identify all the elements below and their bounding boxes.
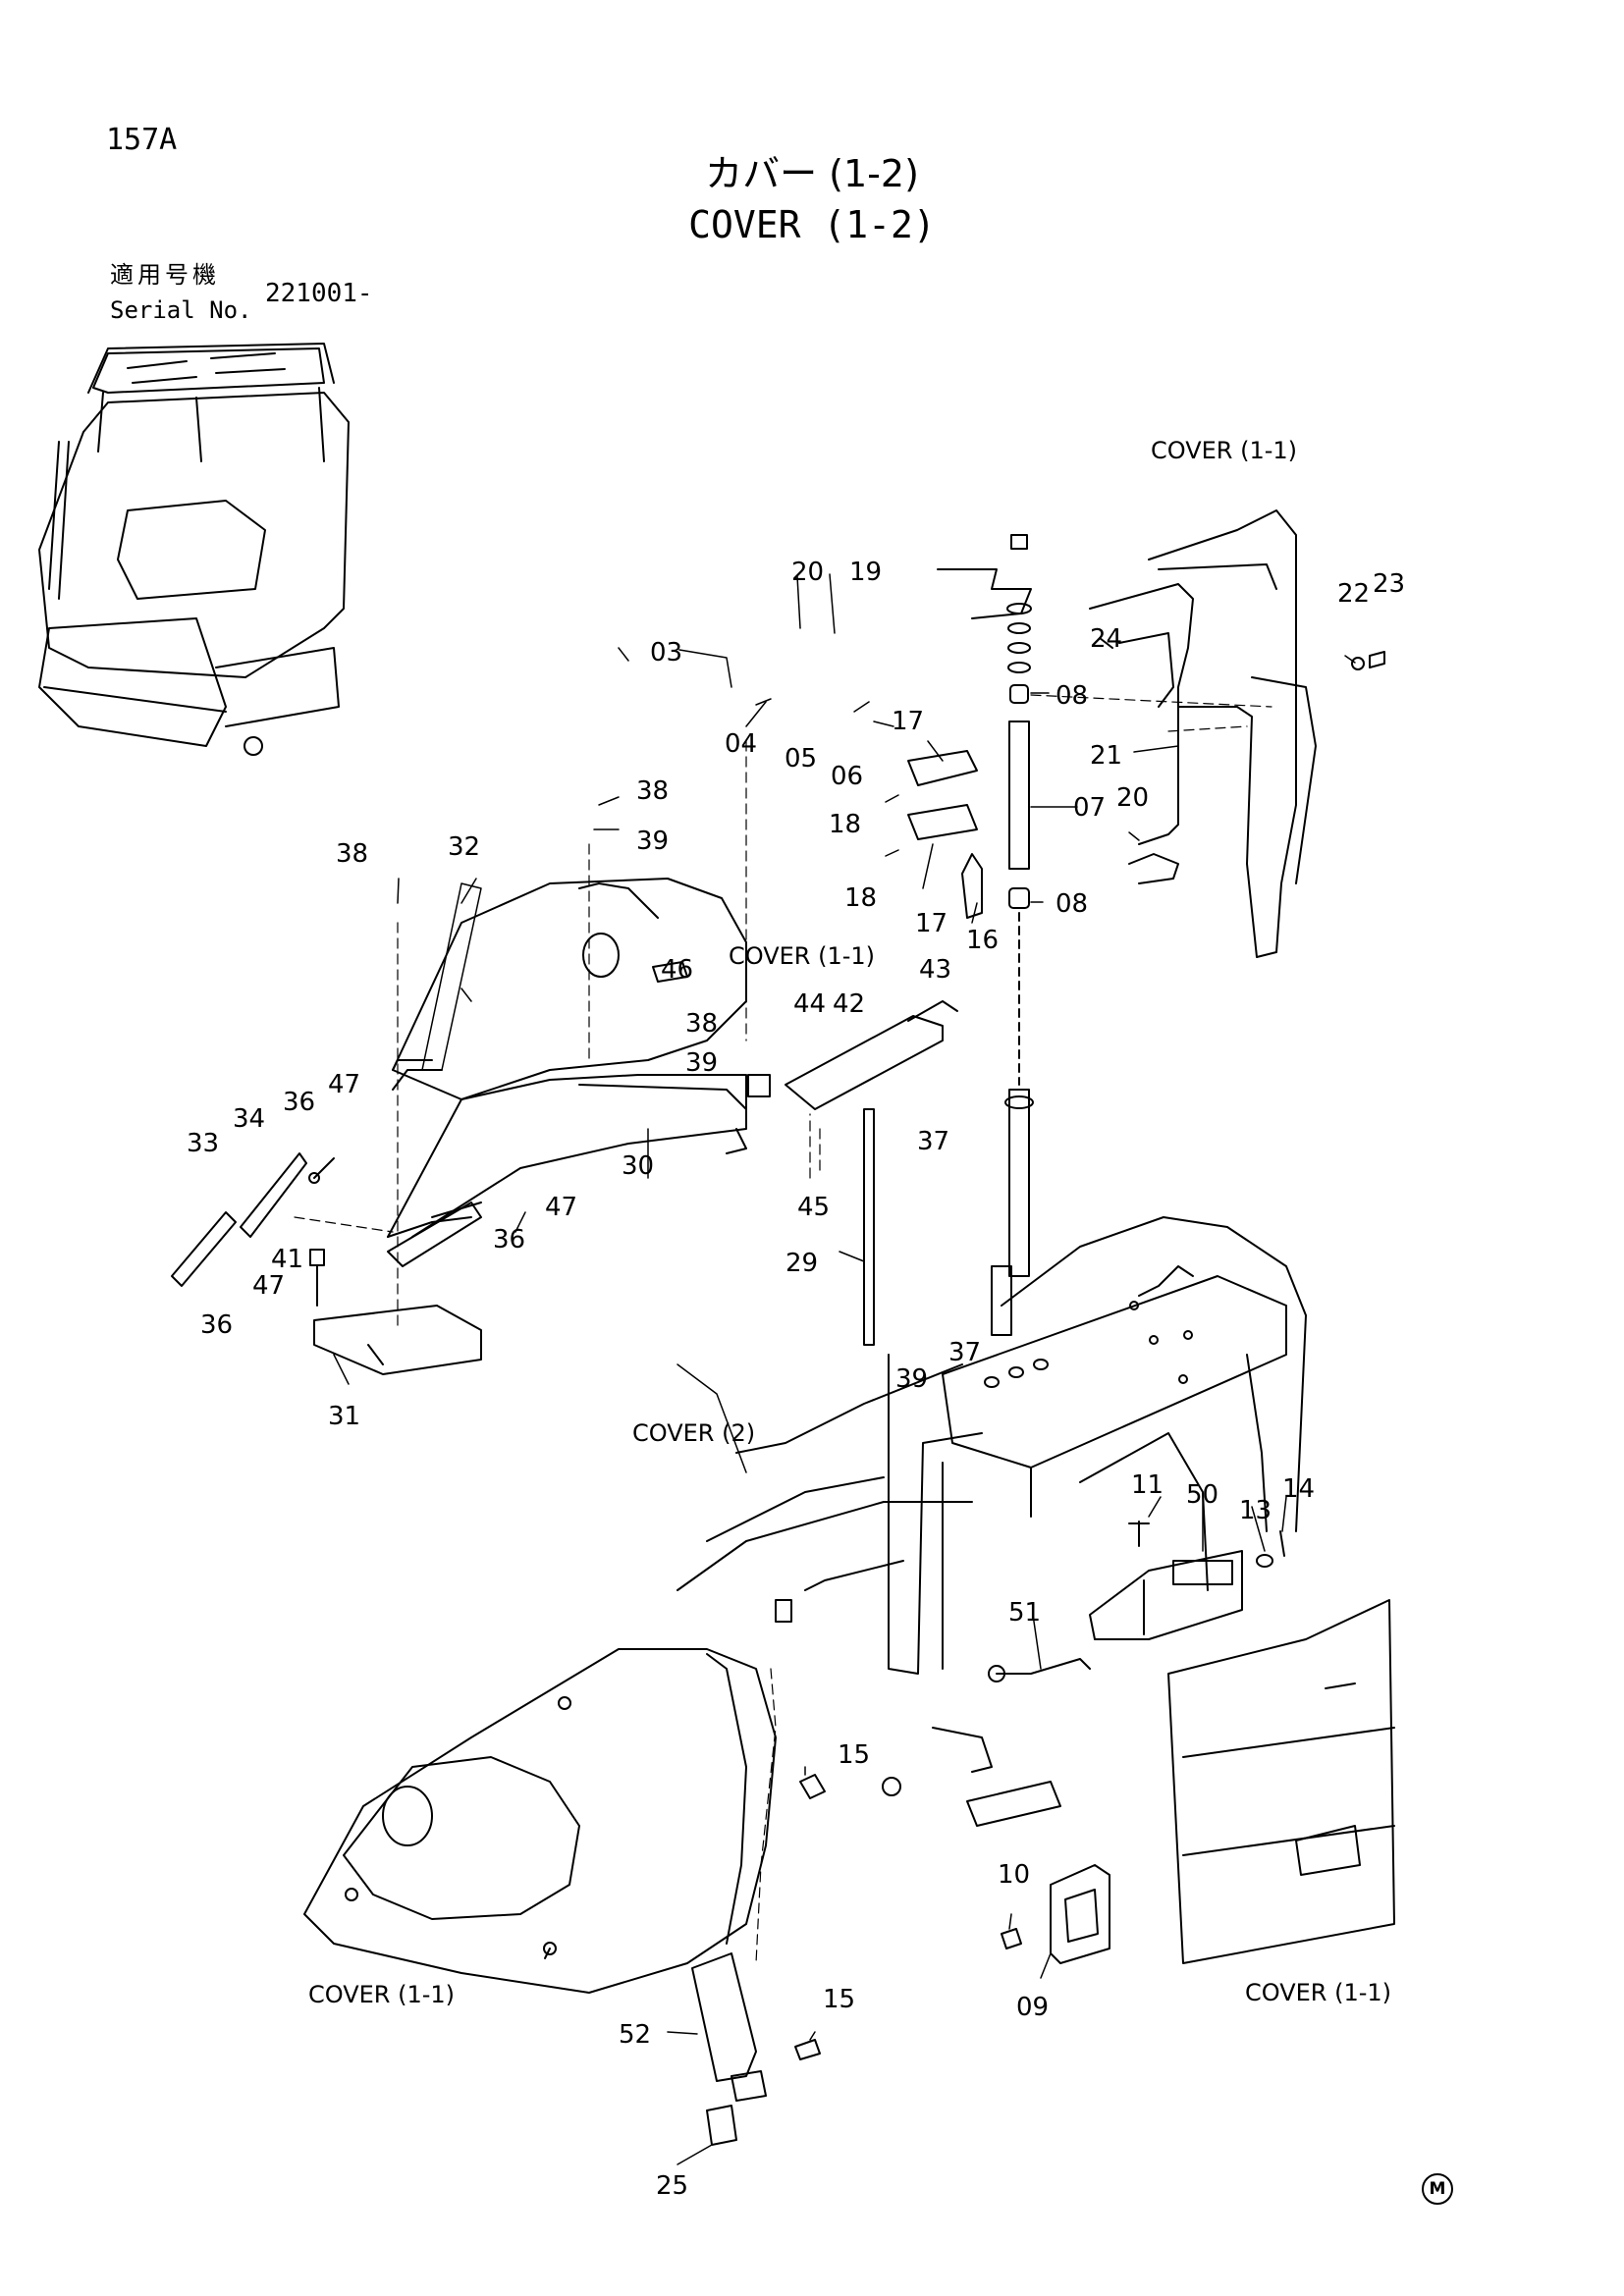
part-label: 20 [791, 558, 825, 587]
part-label: 19 [849, 558, 883, 587]
part-label: 15 [823, 1985, 856, 2014]
part-label: 16 [966, 926, 1000, 955]
part-label: 52 [619, 2020, 652, 2050]
part-label: 51 [1008, 1598, 1042, 1628]
part-label: 42 [833, 989, 866, 1019]
part-label: 46 [661, 955, 694, 985]
callout-cover-1-1-top-right: COVER (1-1) [1151, 437, 1298, 464]
serial-label-japanese: 適用号機 [110, 261, 220, 289]
part-label: 03 [650, 638, 683, 667]
part-label: 38 [336, 839, 369, 869]
part-label: 24 [1090, 624, 1123, 654]
hinge-pin-assembly [937, 534, 1034, 1336]
part-label: 09 [1016, 1993, 1050, 2022]
serial-label-english: Serial No. [110, 296, 252, 324]
callout-cover-1-1-bottom-right: COVER (1-1) [1245, 1979, 1392, 2006]
part-label: 47 [252, 1271, 286, 1301]
rod-29-bracket-42 [747, 1000, 958, 1346]
part-label: 20 [1116, 783, 1150, 813]
part-label: 21 [1090, 741, 1123, 771]
part-label: 39 [895, 1364, 929, 1394]
part-label: 06 [831, 762, 864, 791]
part-label: 37 [917, 1127, 950, 1156]
part-label: 43 [919, 955, 952, 985]
stays [171, 1152, 335, 1287]
hinge-50-handle-51 [988, 1521, 1285, 1682]
part-label: 34 [233, 1104, 266, 1134]
page-title-japanese: カバー (1-2) [705, 152, 919, 195]
part-label: 36 [283, 1088, 316, 1117]
serial-number-value: 221001- [265, 279, 373, 308]
plate-31 [309, 1249, 482, 1375]
part-label: 04 [725, 729, 758, 759]
machine-thumbnail [38, 343, 350, 756]
callout-cover-1-1-bottom-left: COVER (1-1) [308, 1981, 456, 2008]
part-label: 39 [636, 827, 670, 856]
part-label: 17 [915, 909, 948, 938]
part-label: 47 [545, 1193, 578, 1222]
part-label: 18 [844, 883, 878, 913]
page-title-english: COVER (1-2) [688, 203, 936, 246]
part-label: 08 [1056, 681, 1089, 711]
leader-lines [333, 573, 1356, 2165]
plate-52-clip-25 [691, 1774, 826, 2146]
part-label: 25 [656, 2171, 689, 2201]
part-label: 22 [1337, 579, 1371, 609]
alignment-lines [294, 694, 1272, 1964]
part-label: 44 [793, 989, 827, 1019]
part-label: 41 [271, 1245, 304, 1274]
part-label: 17 [892, 707, 925, 736]
page-number: 157A [106, 123, 178, 157]
part-label: 31 [328, 1402, 361, 1431]
part-label: 39 [685, 1048, 719, 1078]
part-label: 14 [1282, 1474, 1316, 1504]
part-label: 47 [328, 1070, 361, 1099]
part-label: 05 [785, 744, 818, 774]
front-left-cover [303, 1648, 777, 1994]
part-label: 50 [1186, 1480, 1219, 1510]
part-label: 08 [1056, 889, 1089, 919]
part-label: 23 [1373, 569, 1406, 599]
part-label: 11 [1131, 1470, 1164, 1500]
part-label: 45 [797, 1193, 831, 1222]
part-label: 32 [448, 832, 481, 862]
part-label: 36 [200, 1310, 234, 1340]
part-label: 07 [1073, 793, 1107, 823]
part-label: 38 [685, 1009, 719, 1039]
rear-cover [1167, 1599, 1395, 1964]
part-label: 29 [785, 1249, 819, 1278]
part-label: 38 [636, 776, 670, 806]
part-label: 13 [1239, 1496, 1272, 1525]
callout-cover-1-1-center: COVER (1-1) [729, 942, 876, 970]
part-label: 10 [998, 1860, 1031, 1890]
part-label: 36 [493, 1225, 526, 1255]
callout-cover-2: COVER (2) [632, 1419, 756, 1447]
part-label: 30 [622, 1151, 655, 1181]
main-frame [677, 1216, 1307, 1827]
part-label: 15 [838, 1740, 871, 1770]
upper-right-cover [1089, 509, 1385, 958]
part-label: 18 [829, 810, 862, 839]
manufacturer-mark: M [1422, 2173, 1453, 2205]
hinge-brackets [907, 750, 983, 919]
part-label: 33 [187, 1129, 220, 1158]
part-label: 37 [948, 1338, 982, 1367]
